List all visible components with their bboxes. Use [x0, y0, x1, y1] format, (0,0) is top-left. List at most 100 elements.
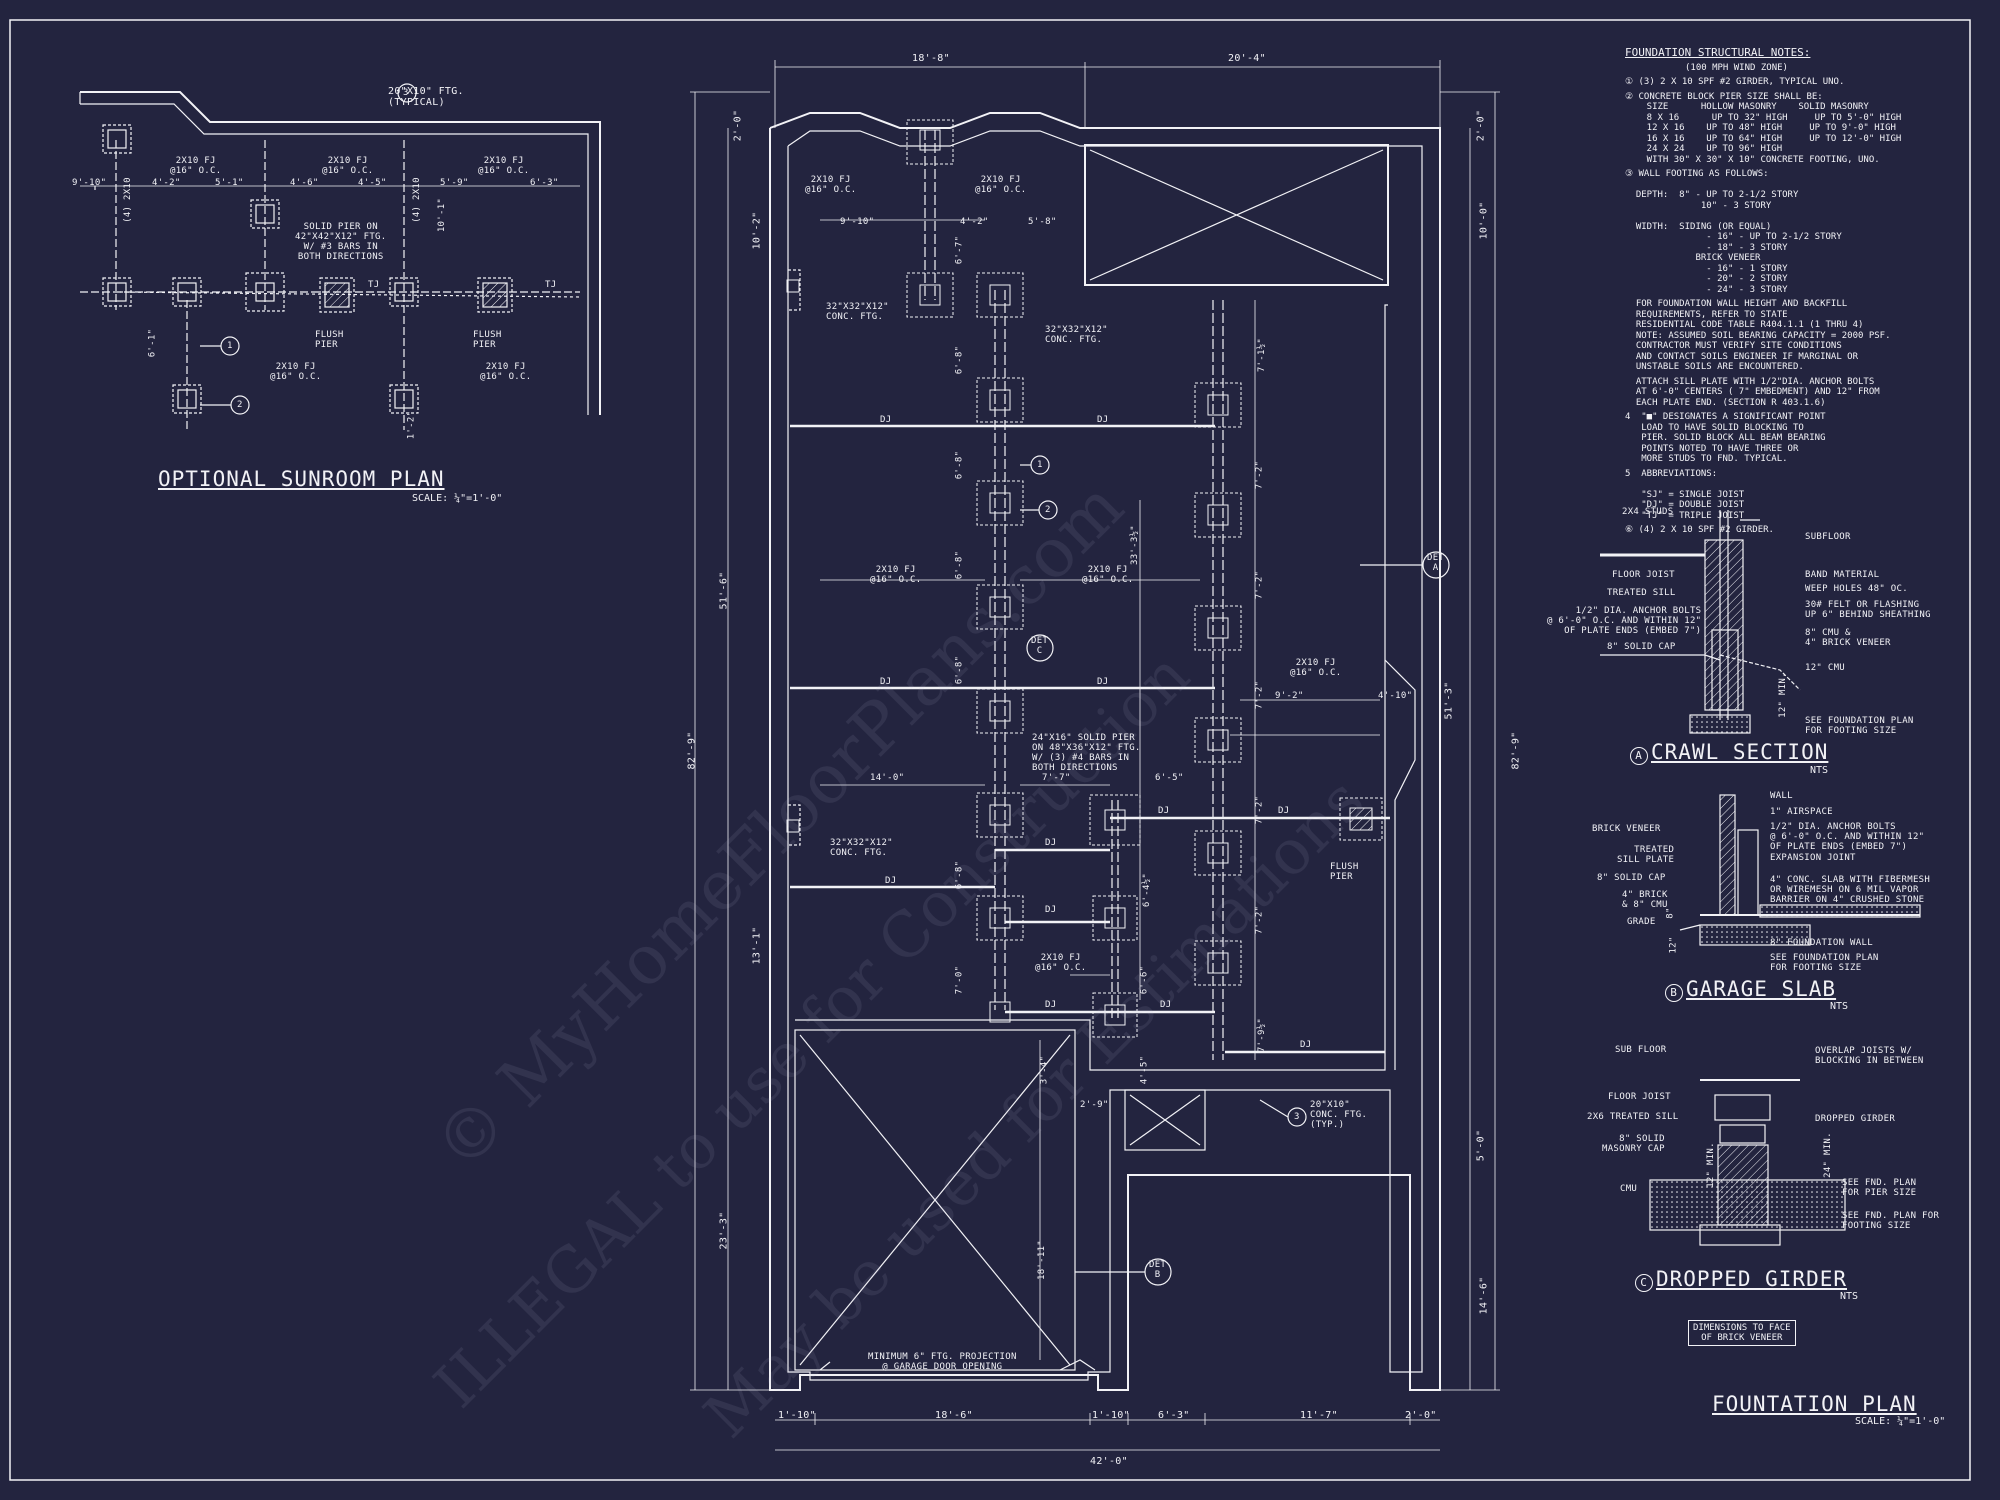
inner-dim-9-2: 9'-2" — [1275, 691, 1304, 701]
dim-r2: 5'-0" — [1475, 1129, 1487, 1162]
sunroom-fj-1: 2x10 FJ @16" O.C. — [170, 156, 222, 176]
inner-dim-5-8: 5'-8" — [1028, 217, 1057, 227]
sunroom-dim-3: 5'-1" — [215, 178, 244, 188]
inner-dim-6-5: 6'-5" — [1155, 773, 1184, 783]
det-a-label-subfloor: SUBFLOOR — [1805, 532, 1851, 542]
note-item-7: 5 ABBREVIATIONS: "SJ" = SINGLE JOIST "DJ… — [1625, 468, 1745, 521]
det-c-label-overlap: OVERLAP JOISTS W/ BLOCKING IN BETWEEN — [1815, 1046, 1924, 1066]
sunroom-dim-4: 4'-6" — [290, 178, 319, 188]
inner-dim-4-2: 4'-2" — [960, 217, 989, 227]
dim-right-upper: 51'-3" — [1443, 681, 1455, 720]
dj-label-12: DJ — [1300, 1040, 1312, 1050]
dim-top-1: 18'-8" — [912, 53, 950, 64]
det-b-letter: B — [1665, 984, 1683, 1002]
notes-wind-zone: (100 MPH WIND ZONE) — [1685, 62, 1788, 73]
ftg-typ-note: 20"x10" CONC. FTG. (TYP.) — [1310, 1100, 1368, 1130]
det-b-label-8in: 8" — [1665, 907, 1676, 919]
note-item-6: 4 "■" DESIGNATES A SIGNIFICANT POINT LOA… — [1625, 412, 1826, 464]
det-c-title: DROPPED GIRDER — [1656, 1267, 1848, 1291]
pier-spacing-12: 7'-2" — [1254, 905, 1265, 935]
det-a-bubble: DET A — [1427, 553, 1445, 573]
det-b-label-slab: 4" CONC. SLAB WITH FIBERMESH OR WIREMESH… — [1770, 875, 1931, 905]
dim-r1: 10'-0" — [1478, 201, 1490, 240]
note-item-1: ① (3) 2 x 10 SPF #2 GIRDER, TYPICAL UNO. — [1625, 77, 1845, 87]
pier-spacing-2: 6'-8" — [954, 450, 965, 480]
det-b-label-grade: GRADE — [1627, 917, 1656, 927]
sunroom-girder-1: (4) 2x10 — [122, 177, 133, 223]
dim-l1: 10'-2" — [751, 211, 763, 250]
dj-label-2: DJ — [1097, 415, 1109, 425]
note-item-2: ② CONCRETE BLOCK PIER SIZE SHALL BE: SIZ… — [1625, 91, 1902, 165]
dim-b5: 11'-7" — [1300, 1410, 1338, 1421]
sunroom-fj-2: 2x10 FJ @16" O.C. — [322, 156, 374, 176]
det-c-label-cmu: CMU — [1620, 1184, 1638, 1194]
inner-dim-18-11: 18'-11" — [1037, 1239, 1048, 1281]
det-a-label-12cmu: 12" CMU — [1805, 663, 1846, 673]
dim-b1: 1'-10" — [778, 1410, 816, 1421]
sunroom-fj-4: 2x10 FJ @16" O.C. — [270, 362, 322, 382]
dim-b2: 18'-6" — [935, 1410, 973, 1421]
garage-ftg-note: MINIMUM 6" FTG. PROJECTION @ GARAGE DOOR… — [868, 1352, 1017, 1372]
notes-heading: FOUNDATION STRUCTURAL NOTES: — [1625, 46, 1811, 59]
dim-left-total: 82'-9" — [686, 731, 698, 770]
sunroom-tag-2: 2 — [237, 400, 243, 410]
inner-dim-3-4: 3'-4" — [1039, 1055, 1050, 1085]
det-a-label-cmu: 8" CMU & 4" BRICK VENEER — [1805, 628, 1891, 648]
sunroom-fj-3: 2x10 FJ @16" O.C. — [478, 156, 530, 176]
det-a-letter: A — [1630, 747, 1648, 765]
dj-label-9: DJ — [1278, 806, 1290, 816]
pier-spacing-1: 6'-8" — [954, 345, 965, 375]
detail-b-drawing — [1679, 794, 1921, 946]
sunroom-dim-10: 10'-1" — [437, 197, 448, 233]
dim-top-right: 2'-0" — [1475, 109, 1487, 142]
detail-a-drawing — [1600, 510, 1801, 734]
det-b-label-see: SEE FOUNDATION PLAN FOR FOOTING SIZE — [1770, 953, 1879, 973]
sunroom-flush-pier-1: FLUSH PIER — [315, 330, 344, 350]
sunroom-girder-2: (4) 2x10 — [411, 177, 422, 223]
sunroom-ftg-label: 20"x10" FTG. (TYPICAL) — [388, 86, 464, 108]
pier-spacing-14: 7'-9½" — [1257, 1017, 1268, 1053]
det-a-label-anchor: 1/2" DIA. ANCHOR BOLTS @ 6'-0" O.C. AND … — [1547, 606, 1702, 636]
pier-spacing-11: 7'-2" — [1254, 795, 1265, 825]
det-b-label-wall8: 8" FOUNDATION WALL — [1770, 938, 1873, 948]
det-c-label-pier: SEE FND. PLAN FOR PIER SIZE — [1842, 1178, 1917, 1198]
dj-label-10: DJ — [1045, 1000, 1057, 1010]
dimension-note-box: DIMENSIONS TO FACE OF BRICK VENEER — [1688, 1320, 1796, 1346]
det-c-bubble: DET C — [1031, 636, 1049, 656]
dim-r3: 14'-6" — [1478, 1276, 1490, 1315]
fj-label-c: 2x10 FJ @16" O.C. — [870, 565, 922, 585]
fj-label-f: 2x10 FJ @16" O.C. — [1035, 953, 1087, 973]
inner-dim-14-0: 14'-0" — [870, 773, 905, 783]
sunroom-tag-1: 1 — [227, 341, 233, 351]
sunroom-scale: SCALE: ¼"=1'-0" — [412, 493, 503, 504]
plan-tag-1: 1 — [1037, 460, 1043, 470]
det-c-label-cap: 8" SOLID MASONRY CAP — [1602, 1134, 1665, 1154]
dj-label-1: DJ — [880, 415, 892, 425]
plan-tag-2: 2 — [1045, 505, 1051, 515]
sunroom-dim-7: 6'-3" — [530, 178, 559, 188]
dim-l2: 13'-1" — [751, 926, 763, 965]
dj-label-6: DJ — [1045, 838, 1057, 848]
pier-spacing-9: 7'-2" — [1254, 570, 1265, 600]
det-b-nts: NTS — [1830, 1001, 1849, 1012]
inner-dim-7-7: 7'-7" — [1042, 773, 1071, 783]
fj-label-d: 2x10 FJ @16" O.C. — [1082, 565, 1134, 585]
dj-label-5: DJ — [885, 876, 897, 886]
det-b-label-cmu: 4" BRICK & 8" CMU — [1622, 890, 1668, 910]
pier-spacing-16: 6'-6" — [1139, 965, 1150, 995]
det-a-label-felt: 30# FELT OR FLASHING UP 6" BEHIND SHEATH… — [1805, 600, 1931, 620]
inner-dim-4-10: 4'-10" — [1378, 691, 1413, 701]
sunroom-dim-2: 4'-2" — [152, 178, 181, 188]
plan-tag-3: 3 — [1294, 1112, 1300, 1122]
pier-spacing-10: 7'-2" — [1254, 680, 1265, 710]
det-c-label-24: 24" MIN. — [1822, 1132, 1833, 1178]
note-item-4: FOR FOUNDATION WALL HEIGHT AND BACKFILL … — [1635, 299, 1891, 372]
foundation-plan — [690, 60, 1500, 1451]
det-a-label-weep: WEEP HOLES 48" OC. — [1805, 584, 1908, 594]
det-c-label-footing: SEE FND. PLAN FOR FOOTING SIZE — [1842, 1211, 1940, 1231]
dim-bottom-total: 42'-0" — [1090, 1456, 1128, 1467]
conc-ftg-3: 32"x32"x12" CONC. FTG. — [830, 838, 893, 858]
pier-spacing-15: 6'-4½" — [1142, 872, 1153, 908]
